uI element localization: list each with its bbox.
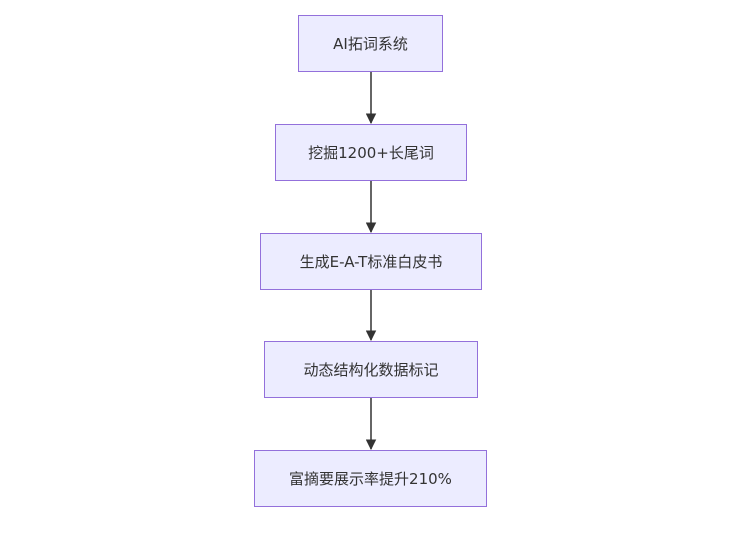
- node-rich-snippet-increase: 富摘要展示率提升210%: [254, 450, 487, 507]
- node-mine-long-tail-keywords: 挖掘1200+长尾词: [275, 124, 467, 181]
- node-label: 富摘要展示率提升210%: [289, 470, 452, 488]
- node-label: 动态结构化数据标记: [303, 361, 439, 379]
- node-dynamic-structured-data: 动态结构化数据标记: [264, 341, 478, 398]
- node-label: 挖掘1200+长尾词: [308, 144, 434, 162]
- node-generate-eat-whitepaper: 生成E-A-T标准白皮书: [260, 233, 482, 290]
- node-ai-keyword-system: AI拓词系统: [298, 15, 443, 72]
- node-label: 生成E-A-T标准白皮书: [299, 253, 443, 271]
- node-label: AI拓词系统: [333, 35, 408, 53]
